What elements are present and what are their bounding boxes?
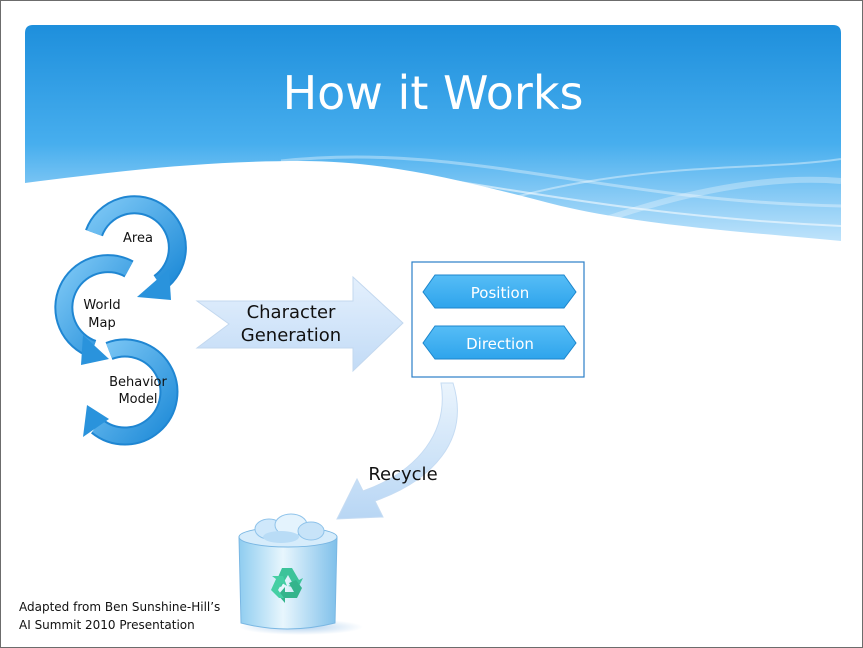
slide-title: How it Works bbox=[283, 66, 584, 120]
circular-arrow-area bbox=[85, 195, 187, 300]
cycle-diagram: Area World Map Behavior Model bbox=[54, 195, 187, 446]
cycle-label-behavior-line2: Model bbox=[118, 392, 157, 407]
credit-line-1: Adapted from Ben Sunshine-Hill’s bbox=[19, 600, 220, 614]
recycle-icon bbox=[271, 568, 303, 603]
recycle-label: Recycle bbox=[368, 464, 437, 485]
direction-label: Direction bbox=[466, 335, 534, 353]
circular-arrow-world-map bbox=[54, 254, 134, 365]
recycle-arrow bbox=[336, 382, 458, 520]
cycle-label-behavior-line1: Behavior bbox=[109, 375, 167, 390]
direction-hexagon: Direction bbox=[422, 325, 577, 360]
trash-bin-icon bbox=[238, 513, 363, 635]
arrow-label-line2: Generation bbox=[241, 325, 341, 346]
position-hexagon: Position bbox=[422, 274, 577, 309]
cycle-label-world-line2: Map bbox=[88, 316, 115, 331]
cycle-label-area: Area bbox=[123, 231, 153, 246]
cycle-label-world-line1: World bbox=[83, 298, 120, 313]
position-label: Position bbox=[471, 284, 529, 302]
credit-line-2: AI Summit 2010 Presentation bbox=[19, 618, 195, 632]
crumpled-paper bbox=[254, 513, 325, 543]
output-box: Position Direction bbox=[411, 261, 585, 378]
header-banner bbox=[25, 25, 842, 241]
circular-arrow-behavior-model bbox=[83, 338, 179, 446]
character-generation-arrow: Character Generation bbox=[195, 275, 404, 373]
arrow-label-line1: Character bbox=[247, 302, 336, 323]
